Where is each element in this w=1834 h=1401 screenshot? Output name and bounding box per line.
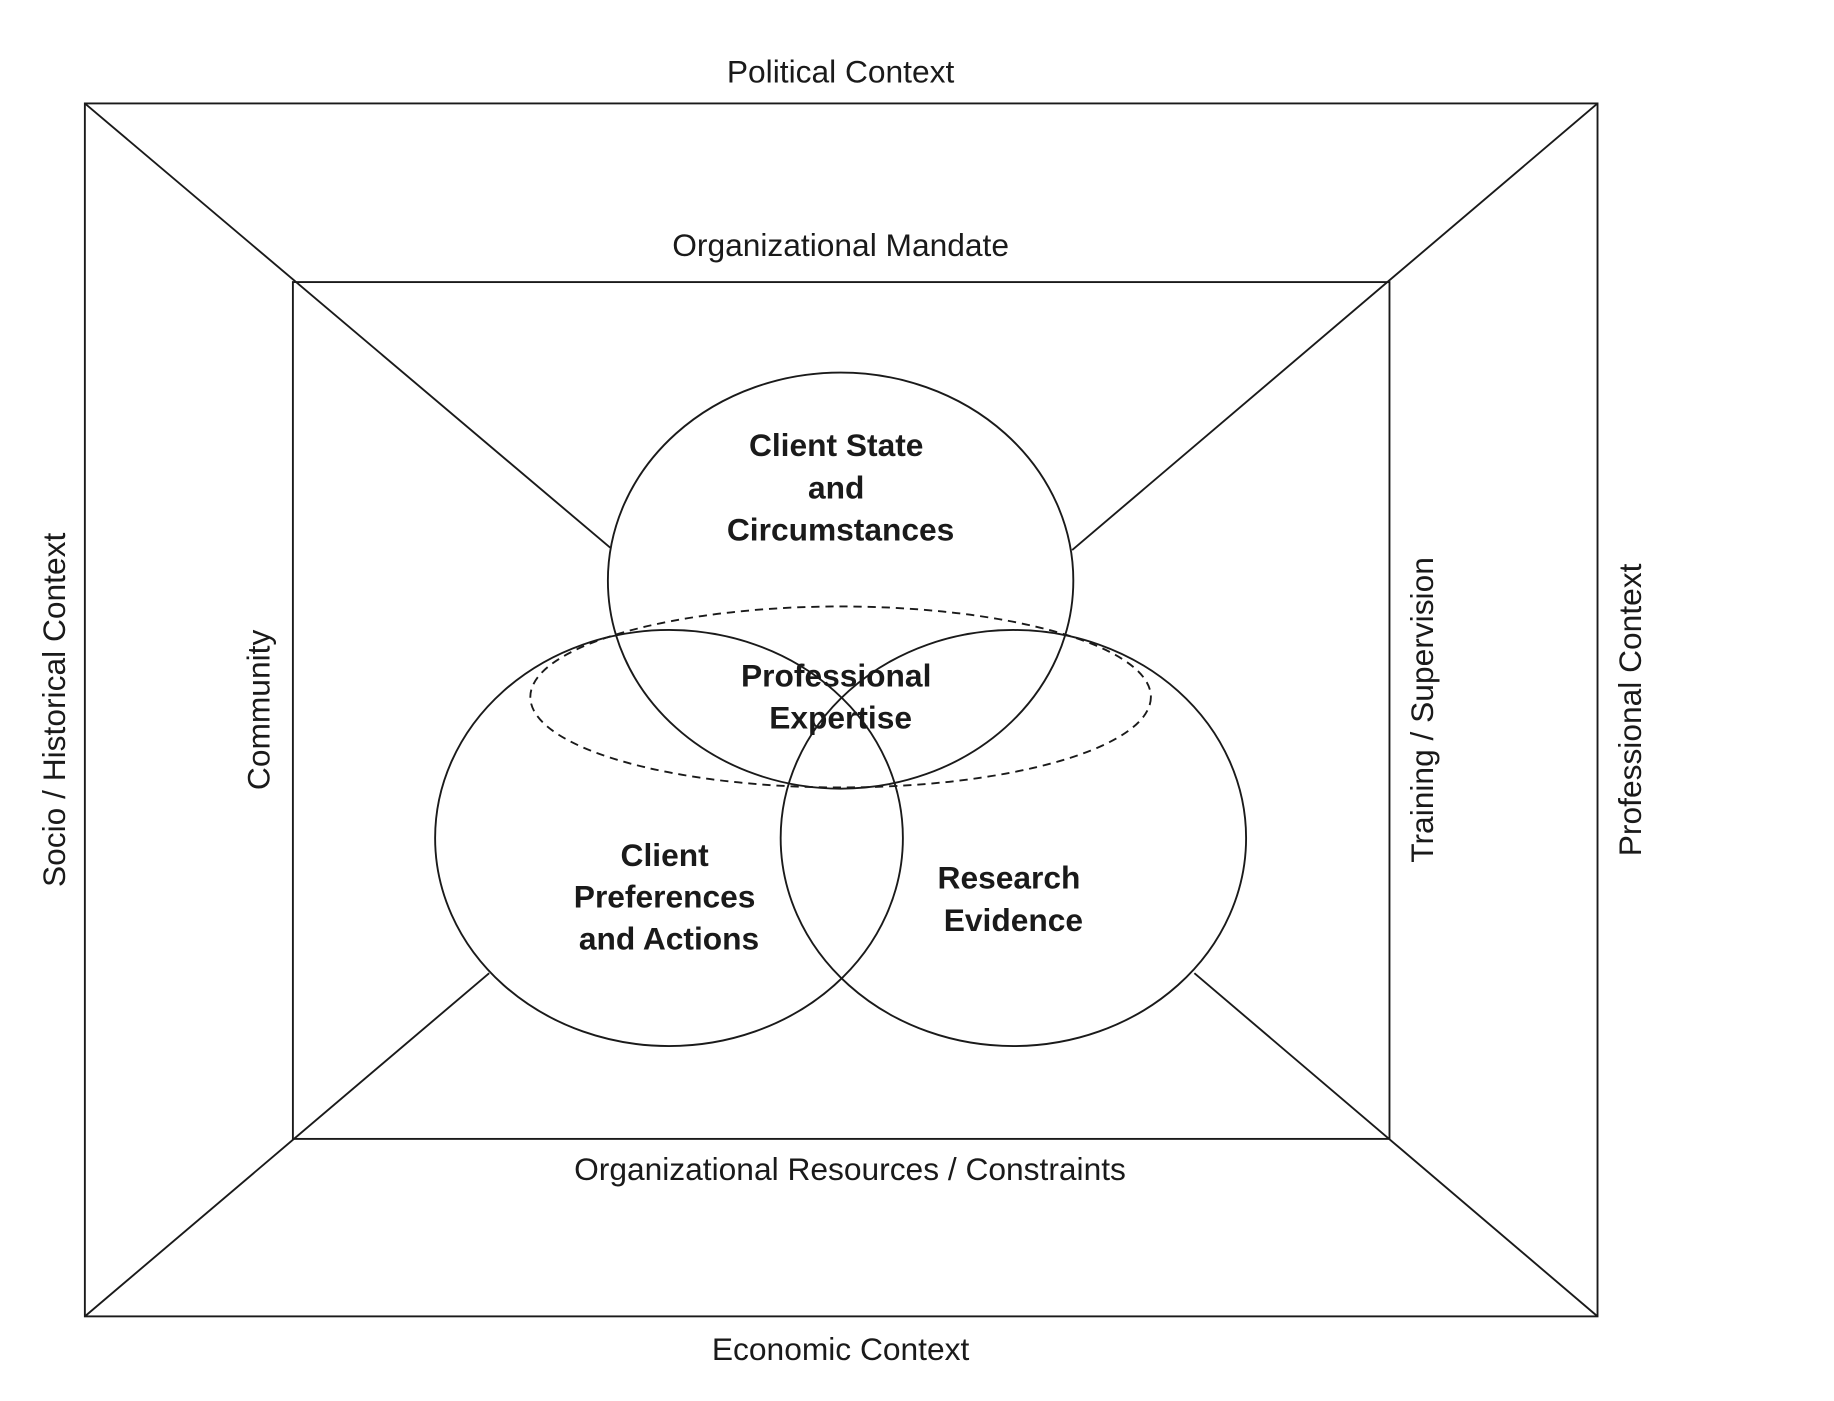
label-client-state: Client State and Circumstances <box>727 427 954 548</box>
circle-client-state <box>606 371 1075 790</box>
label-organizational-resources: Organizational Resources / Constraints <box>574 1151 1126 1187</box>
label-political-context: Political Context <box>727 53 955 89</box>
circle-client-preferences <box>434 629 904 1047</box>
diagonal-bottom-left <box>84 972 490 1318</box>
label-organizational-mandate: Organizational Mandate <box>672 227 1009 263</box>
label-socio-historical-context: Socio / Historical Context <box>36 533 72 888</box>
label-professional-context: Professional Context <box>1612 563 1648 856</box>
diagonal-bottom-right <box>1193 972 1599 1318</box>
label-client-preferences: Client Preferences and Actions <box>574 837 764 956</box>
label-training-supervision: Training / Supervision <box>1404 557 1440 863</box>
label-research-evidence: Research Evidence <box>938 860 1090 938</box>
outer-box <box>83 102 1599 1318</box>
label-community: Community <box>240 630 276 791</box>
label-professional-expertise: Professional Expertise <box>741 657 940 735</box>
inner-box <box>291 281 1391 1140</box>
diagonal-top-right <box>1071 102 1599 551</box>
label-economic-context: Economic Context <box>712 1331 970 1367</box>
ellipse-professional-expertise <box>529 605 1152 789</box>
diagonal-top-left <box>84 102 611 549</box>
circle-research-evidence <box>779 629 1248 1047</box>
